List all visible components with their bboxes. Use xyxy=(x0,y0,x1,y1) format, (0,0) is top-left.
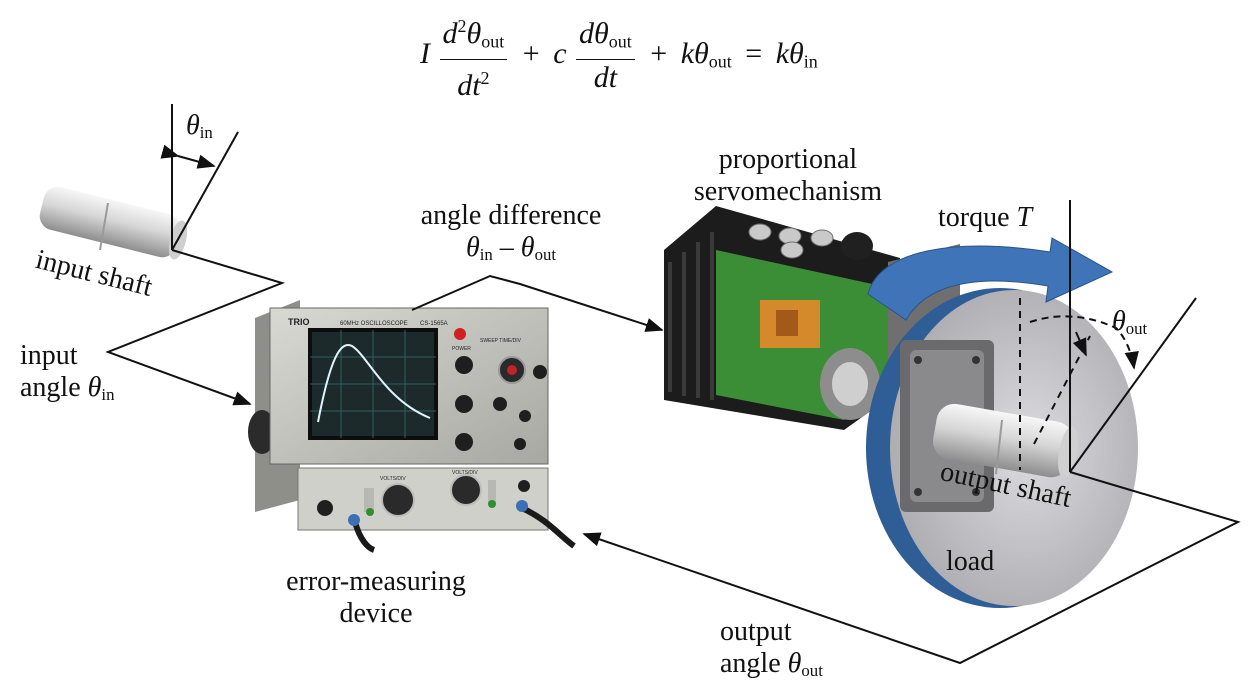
equation-damping: c xyxy=(553,36,567,70)
scope-model-text: 60MHz OSCILLOSCOPE xyxy=(340,321,408,327)
output-angle-label: output angle θout xyxy=(720,616,823,681)
equation: I d2θout dt2 + c dθout dt + kθout = kθin xyxy=(420,8,818,104)
scope-model-number: CS-1565A xyxy=(420,321,448,327)
equation-first-derivative: dθout dt xyxy=(576,16,635,97)
torque-label: torque T xyxy=(938,202,1033,233)
scope-sweep-label: SWEEP TIME/DIV xyxy=(480,338,522,344)
scope-brand: TRIO xyxy=(288,317,310,327)
angle-difference-label: angle difference θin – θout xyxy=(420,200,602,265)
servomechanism-image xyxy=(664,206,960,430)
equation-equals: = xyxy=(745,36,763,70)
theta-out-symbol: θout xyxy=(1112,306,1148,339)
scope-volts-div-2: VOLTS/DIV xyxy=(452,470,478,476)
equation-second-derivative: d2θout dt2 xyxy=(439,8,508,104)
oscilloscope-text: TRIO 60MHz OSCILLOSCOPE CS-1565A SWEEP T… xyxy=(288,317,522,482)
torque-arrow xyxy=(867,237,1114,321)
equation-inertia: I xyxy=(420,36,430,70)
theta-in-symbol: θin xyxy=(186,110,213,143)
output-shaft-image xyxy=(932,403,1078,478)
scope-power-label: POWER xyxy=(452,346,471,352)
equation-plus-2: + xyxy=(650,36,668,70)
servomechanism-label: proportional servomechanism xyxy=(693,144,883,207)
error-measuring-device-label: error-measuring device xyxy=(286,566,466,629)
equation-stiffness-out: kθout xyxy=(680,36,732,72)
equation-plus-1: + xyxy=(522,36,540,70)
input-angle-label: input angle θin xyxy=(20,340,115,405)
scope-volts-div-1: VOLTS/DIV xyxy=(380,476,406,482)
equation-stiffness-in: kθin xyxy=(775,36,818,72)
oscilloscope-image xyxy=(248,300,576,553)
load-label: load xyxy=(946,546,995,577)
